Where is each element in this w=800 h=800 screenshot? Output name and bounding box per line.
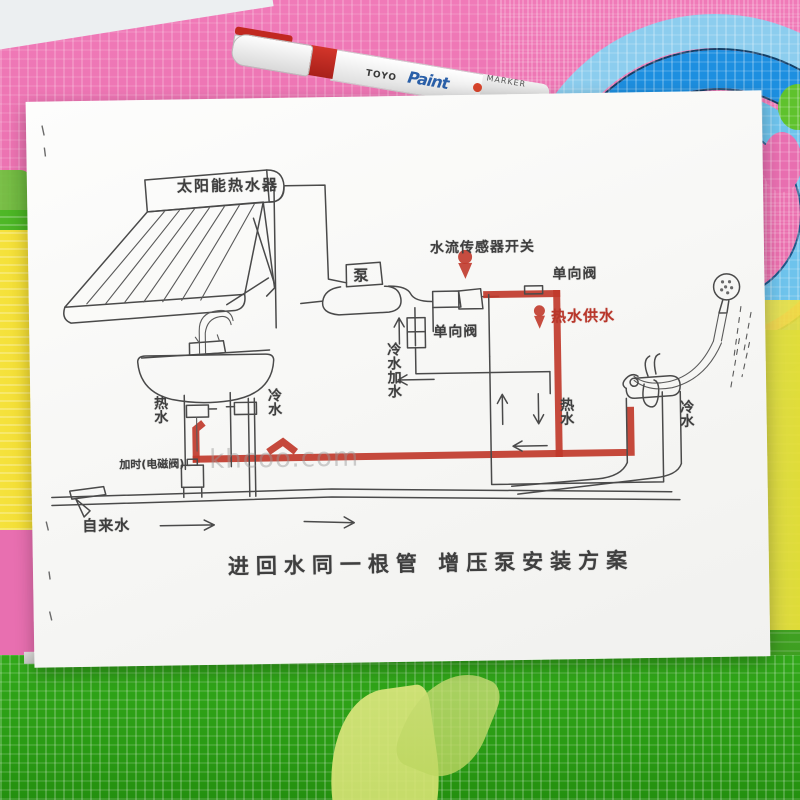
watermark: khcoo.com: [209, 442, 360, 475]
bathtub-mixer-drawing: [510, 353, 683, 495]
pink-mat-blob: [762, 132, 800, 192]
green-mat-blob: [778, 84, 800, 130]
pen-cap: [229, 32, 314, 77]
label-shower-hot-water: 热水: [557, 397, 575, 426]
heater-outlet-pipe: [284, 184, 348, 284]
label-check-valve-top: 单向阀: [552, 265, 598, 283]
pencil-ticks: [41, 125, 53, 621]
wash-basin-drawing: [136, 309, 275, 471]
diagram-title: 进回水同一根管 增压泵安装方案: [227, 548, 635, 579]
label-solar-heater: 太阳能热水器: [176, 175, 280, 196]
solar-water-heater-drawing: [63, 169, 285, 329]
label-pump: 泵: [353, 266, 369, 285]
label-tap-water: 自来水: [82, 516, 131, 535]
shower-drawing: [633, 273, 752, 392]
label-check-valve-mid: 单向阀: [433, 323, 479, 341]
hand-drawn-diagram: [41, 125, 752, 621]
label-flow-sensor-switch: 水流传感器开关: [429, 238, 536, 257]
label-hot-water-supply: 热水供水: [550, 306, 616, 326]
pencil-flow-arrows: [159, 317, 548, 531]
label-sink-cold-water: 冷水: [265, 387, 283, 417]
red-flow-arrow-markers: [458, 249, 546, 329]
label-shower-cold-water: 冷水: [678, 399, 695, 428]
label-sink-hot-water: 热水: [151, 395, 169, 424]
red-hot-water-route: [192, 284, 635, 463]
label-cold-water-refill: 冷水加水: [385, 341, 402, 399]
circulation-pump-drawing: [300, 261, 462, 316]
label-timer-solenoid-valve: 加时(电磁阀): [119, 457, 185, 472]
paper-sheet: 太阳能热水器 泵 水流传感器开关 单向阀 热水供水 单向阀 冷水加水 热水 冷水…: [25, 90, 771, 668]
cold-water-piping: [51, 293, 681, 518]
